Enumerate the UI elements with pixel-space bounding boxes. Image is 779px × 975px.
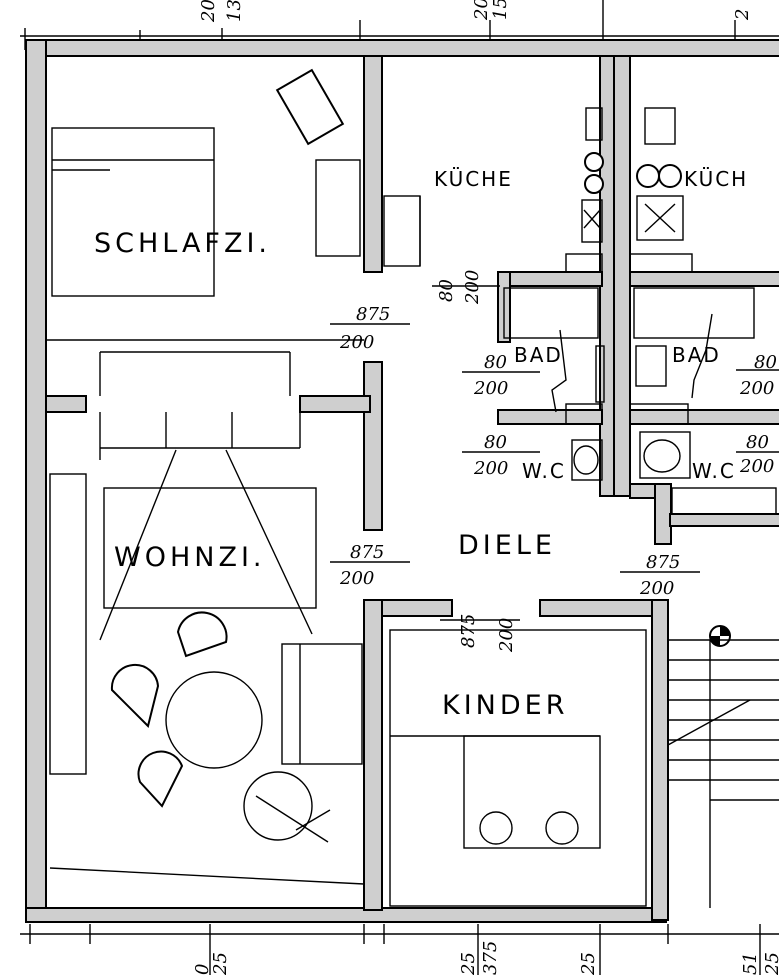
wc-fixtures: [571, 431, 777, 515]
dim-kinder-door-h: 200: [496, 618, 517, 653]
dim-wc-door-w: 80: [484, 432, 507, 453]
kitchen-fixtures: [383, 107, 693, 273]
dim-bad-door-h: 200: [473, 378, 508, 399]
dim-wohnzi-door-w: 875: [350, 542, 384, 563]
dim-kueche-door-h: 200: [462, 270, 483, 305]
exterior-walls: [25, 39, 779, 923]
dim-bottom-2b: 375: [480, 941, 501, 975]
dim-bottom-1b: 25: [210, 952, 231, 975]
livingroom-furniture: [49, 412, 365, 885]
room-label-kueche: KÜCHE: [434, 167, 513, 191]
room-label-wc: W.C: [522, 459, 566, 483]
dim-wohnzi-door-h: 200: [339, 568, 374, 589]
dim-right-door-w: 875: [646, 552, 680, 573]
dim-top-left-sub: 13: [224, 0, 245, 22]
dim-wc-door-h: 200: [473, 458, 508, 479]
dim-top-mid: 20: [471, 0, 492, 21]
dim-bad-right-door-w: 80: [754, 352, 777, 373]
top-dimension-line: [20, 0, 779, 50]
bottom-dimension-line: [20, 924, 779, 975]
room-label-schlafzi: SCHLAFZI.: [94, 228, 271, 259]
room-label-kueche-right: KÜCH: [684, 167, 748, 191]
door-dimension-lines: [330, 285, 779, 621]
dim-top-left: 20: [198, 0, 219, 23]
room-label-diele: DIELE: [458, 530, 556, 561]
room-label-bad: BAD: [514, 343, 563, 367]
dim-bottom-2: 25: [458, 952, 479, 975]
dim-bottom-4b: 25: [762, 952, 779, 975]
bathroom-fixtures: [503, 287, 755, 425]
room-label-wc-right: W.C: [692, 459, 736, 483]
dim-wc-right-door-w: 80: [746, 432, 769, 453]
dim-kueche-door-w: 80: [436, 279, 457, 302]
room-label-bad-right: BAD: [672, 343, 721, 367]
room-label-kinder: KINDER: [442, 690, 568, 721]
dim-bad-door-w: 80: [484, 352, 507, 373]
dim-schlafzi-door-w: 875: [356, 304, 390, 325]
childroom-furniture: [389, 629, 647, 907]
staircase: [667, 625, 779, 908]
dim-wc-right-door-h: 200: [739, 456, 774, 477]
dim-kinder-door-w: 875: [458, 614, 479, 648]
dim-bottom-4: 51: [740, 952, 761, 975]
dim-bad-right-door-h: 200: [739, 378, 774, 399]
room-label-wohnzi: WOHNZI.: [114, 542, 266, 573]
dim-schlafzi-door-h: 200: [339, 332, 374, 353]
dim-bottom-3: 25: [578, 952, 599, 975]
dim-top-right: 2: [732, 9, 753, 21]
dim-top-mid-sub: 15: [490, 0, 511, 20]
bedroom-furniture: [46, 68, 364, 396]
dim-bottom-1: 0: [192, 964, 213, 975]
dim-right-door-h: 200: [639, 578, 674, 599]
